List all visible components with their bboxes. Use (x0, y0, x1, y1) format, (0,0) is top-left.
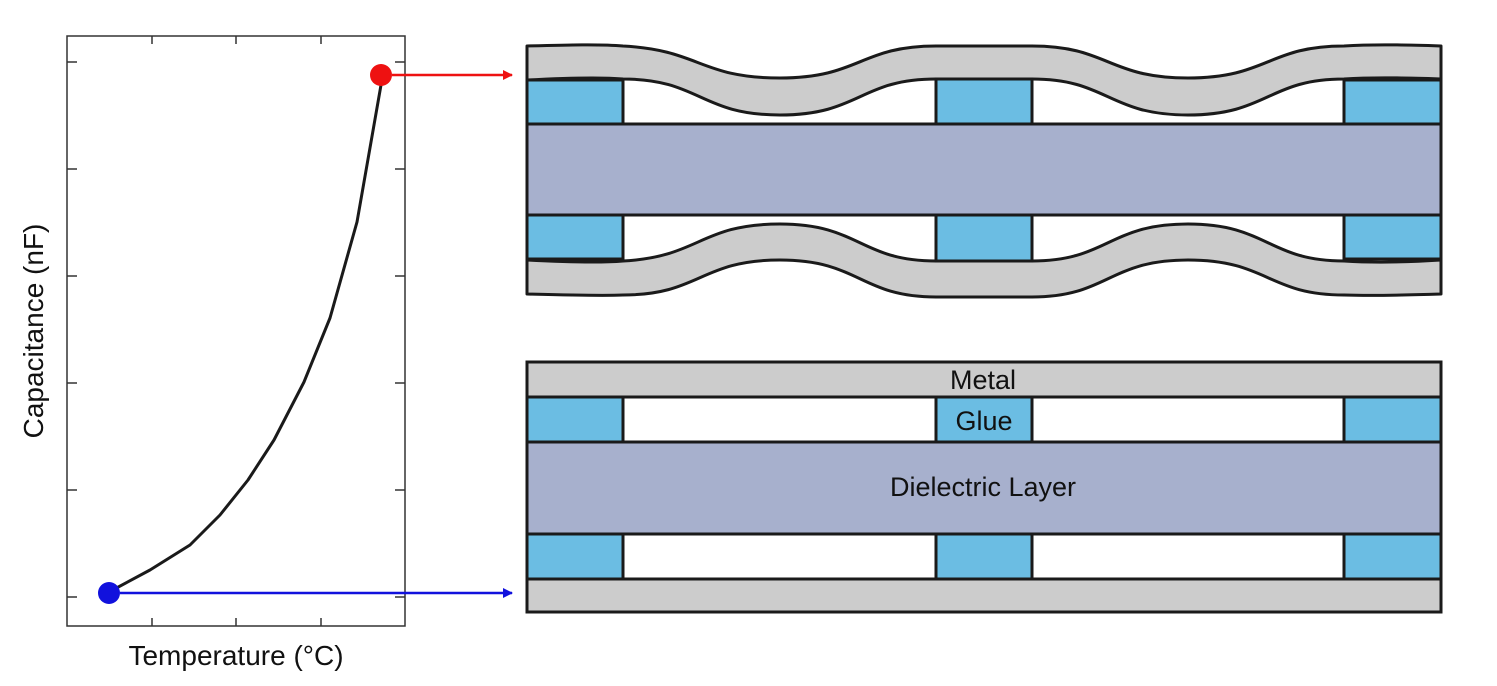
capacitance-graph: Temperature (°C) Capacitance (nF) (18, 35, 406, 671)
glue-pad (934, 395, 1034, 444)
glue-pad (934, 532, 1034, 581)
glue-pad (1342, 213, 1443, 261)
flat-capacitor-stack: Metal Glue Dielectric Layer (525, 360, 1443, 614)
metal-layer-warped (525, 222, 1443, 299)
metal-layer-warped (525, 43, 1443, 117)
dielectric-label: Dielectric Layer (890, 472, 1076, 502)
glue-pad (525, 532, 625, 581)
glue-pad (525, 78, 625, 126)
glue-pad (934, 76, 1034, 126)
warped-capacitor-stack (525, 43, 1443, 299)
dielectric-layer (525, 440, 1443, 536)
glue-pad (1342, 395, 1443, 444)
dielectric-layer (525, 122, 1443, 217)
metal-layer (525, 360, 1443, 399)
cold-state-point (98, 582, 120, 604)
hot-state-point (370, 64, 392, 86)
metal-label: Metal (950, 365, 1016, 395)
metal-layer (525, 577, 1443, 614)
glue-pad (934, 213, 1034, 263)
plot-frame (66, 35, 406, 627)
y-axis-ticks (67, 61, 405, 598)
glue-pad (1342, 532, 1443, 581)
glue-pad (1342, 78, 1443, 126)
glue-label: Glue (955, 406, 1012, 436)
glue-pad (525, 213, 625, 261)
capacitance-curve (108, 84, 383, 594)
x-axis-ticks (151, 36, 322, 626)
x-axis-label: Temperature (°C) (128, 640, 343, 671)
glue-pad (525, 395, 625, 444)
y-axis-label: Capacitance (nF) (18, 224, 49, 439)
